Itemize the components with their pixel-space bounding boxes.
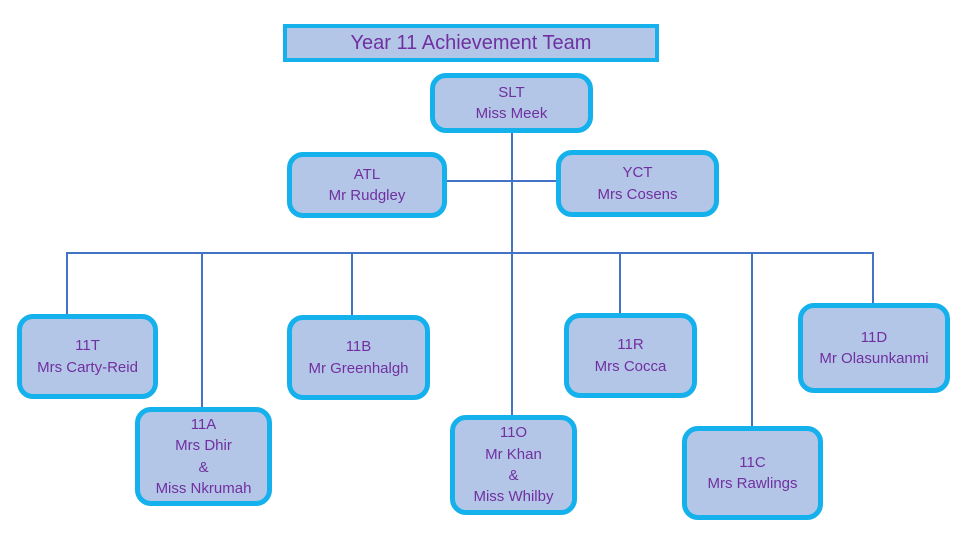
org-node-11o: 11O Mr Khan & Miss Whilby — [450, 415, 577, 515]
org-node-atl: ATL Mr Rudgley — [287, 152, 447, 218]
connector-slt-vertical — [511, 133, 513, 415]
chart-title-box: Year 11 Achievement Team — [283, 24, 659, 62]
org-node-11d-label: 11D Mr Olasunkanmi — [819, 328, 929, 367]
connector-drop-11t — [66, 252, 68, 314]
org-node-11o-label: 11O Mr Khan & Miss Whilby — [473, 424, 554, 506]
connector-drop-11a — [201, 252, 203, 407]
org-node-slt-label: SLT Miss Meek — [475, 83, 548, 122]
org-node-11c: 11C Mrs Rawlings — [682, 426, 823, 520]
chart-title: Year 11 Achievement Team — [350, 31, 592, 54]
org-node-11b-label: 11B Mr Greenhalgh — [308, 338, 409, 377]
org-node-11r: 11R Mrs Cocca — [564, 313, 697, 398]
connector-drop-11c — [751, 252, 753, 426]
org-node-slt: SLT Miss Meek — [430, 73, 593, 133]
org-node-11d: 11D Mr Olasunkanmi — [798, 303, 950, 393]
org-node-11r-label: 11R Mrs Cocca — [594, 336, 667, 375]
org-node-11a-label: 11A Mrs Dhir & Miss Nkrumah — [155, 415, 252, 497]
org-node-11c-label: 11C Mrs Rawlings — [707, 453, 798, 492]
connector-atl-yct — [447, 180, 557, 182]
org-node-yct: YCT Mrs Cosens — [556, 150, 719, 217]
org-node-11t-label: 11T Mrs Carty-Reid — [37, 337, 138, 376]
connector-drop-11d — [872, 252, 874, 303]
connector-main-rail — [66, 252, 874, 254]
org-node-11t: 11T Mrs Carty-Reid — [17, 314, 158, 399]
org-node-yct-label: YCT Mrs Cosens — [597, 164, 678, 203]
org-node-atl-label: ATL Mr Rudgley — [328, 165, 406, 204]
connector-drop-11r — [619, 252, 621, 313]
connector-drop-11b — [351, 252, 353, 315]
org-node-11b: 11B Mr Greenhalgh — [287, 315, 430, 400]
org-node-11a: 11A Mrs Dhir & Miss Nkrumah — [135, 407, 272, 506]
